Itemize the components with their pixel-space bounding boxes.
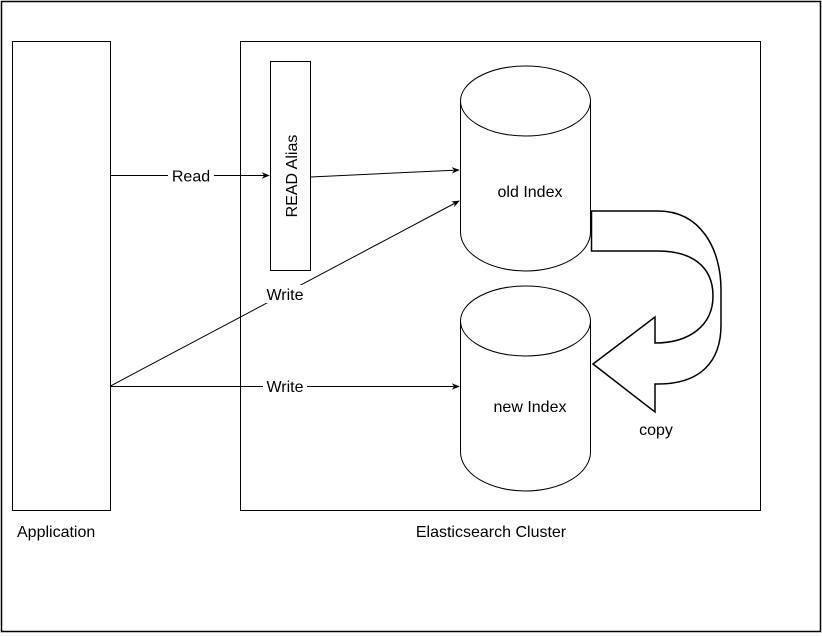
new-index-label: new Index [494, 399, 567, 416]
read-edge-label: Read [172, 169, 210, 186]
cluster-label: Elasticsearch Cluster [416, 524, 567, 541]
read-alias-box[interactable] [270, 61, 311, 271]
new-index-cylinder[interactable] [460, 285, 591, 492]
write-old-edge-label: Write [266, 287, 303, 304]
copy-arrow[interactable] [590, 210, 722, 414]
read-alias-label: READ Alias [284, 135, 301, 218]
old-index-cylinder[interactable] [460, 65, 591, 272]
application-box[interactable] [12, 41, 111, 511]
application-label: Application [17, 524, 95, 541]
copy-label: copy [639, 422, 673, 439]
write-new-edge-label: Write [266, 379, 303, 396]
alias-to-old-index-edge [310, 167, 460, 178]
cluster-box[interactable] [240, 41, 761, 511]
old-index-label: old Index [498, 184, 563, 201]
